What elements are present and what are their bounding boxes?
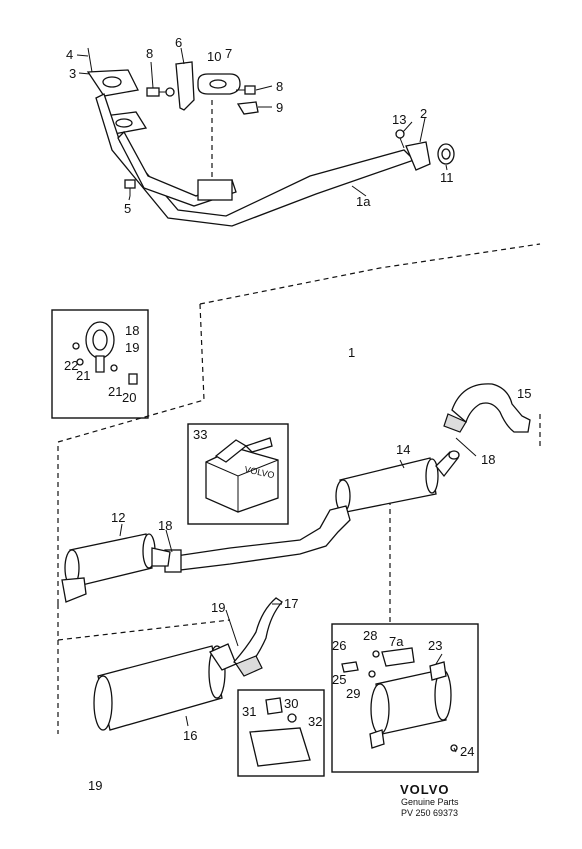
- brand-logo-text: VOLVO: [400, 782, 450, 797]
- label-20: 20: [122, 390, 136, 405]
- label-11: 11: [440, 170, 454, 185]
- label-18b: 18: [481, 452, 495, 467]
- label-31: 31: [242, 704, 256, 719]
- label-10: 10: [207, 49, 221, 64]
- bracket-7a: [381, 647, 415, 667]
- label-6: 6: [175, 35, 182, 50]
- label-18c: 18: [158, 518, 172, 533]
- inlet-flange: [61, 577, 87, 603]
- inset-box-33: [187, 423, 289, 525]
- label-30: 30: [284, 696, 298, 711]
- label-5: 5: [124, 201, 131, 216]
- label-7: 7: [225, 46, 232, 61]
- label-19: 19: [125, 340, 139, 355]
- bracket-9: [236, 101, 259, 115]
- label-29: 29: [346, 686, 360, 701]
- label-7a: 7a: [389, 634, 404, 649]
- label-13: 13: [392, 112, 406, 127]
- nut-5: [124, 179, 136, 189]
- label-1: 1: [348, 345, 355, 360]
- footer-line-1: Genuine Parts: [401, 797, 459, 807]
- label-8b: 8: [276, 79, 283, 94]
- label-28: 28: [363, 628, 377, 643]
- label-16: 16: [183, 728, 197, 743]
- label-32: 32: [308, 714, 322, 729]
- label-21b: 21: [108, 384, 122, 399]
- label-25: 25: [332, 672, 346, 687]
- label-2: 2: [420, 106, 427, 121]
- label-24: 24: [460, 744, 474, 759]
- label-33: 33: [193, 427, 207, 442]
- pipe-17: [233, 597, 283, 671]
- footer-line-2: PV 250 69373: [401, 808, 458, 818]
- label-14: 14: [396, 442, 410, 457]
- label-19c: 19: [88, 778, 102, 793]
- label-12: 12: [111, 510, 125, 525]
- tailpipe-15: [451, 383, 531, 433]
- label-3: 3: [69, 66, 76, 81]
- silencer-16: [97, 645, 223, 731]
- outline-top: [199, 243, 541, 305]
- label-21: 21: [76, 368, 90, 383]
- parts-box: [205, 447, 279, 513]
- front-pipe-assembly: [86, 47, 455, 227]
- outline-mid: [57, 619, 231, 641]
- flange-2: [405, 141, 431, 171]
- label-19b: 19: [211, 600, 225, 615]
- label-9: 9: [276, 100, 283, 115]
- inset-gasket-kit: [51, 309, 149, 419]
- bracket-6: [175, 61, 195, 111]
- rear-silencer-14: [339, 457, 437, 513]
- label-15: 15: [517, 386, 531, 401]
- inset-hanger-kit: [237, 689, 325, 777]
- label-4: 4: [66, 47, 73, 62]
- inset-silencer-kit: [331, 623, 479, 773]
- intermediate-pipe: [175, 505, 351, 571]
- label-17: 17: [284, 596, 298, 611]
- label-18: 18: [125, 323, 139, 338]
- outline-left: [57, 303, 205, 604]
- leader-lines-top: [76, 47, 448, 201]
- label-26: 26: [332, 638, 346, 653]
- hanger-mount: [249, 727, 311, 767]
- label-23: 23: [428, 638, 442, 653]
- clamp-19: [95, 355, 105, 373]
- pipe-clamp: [197, 179, 233, 201]
- label-8: 8: [146, 46, 153, 61]
- label-22: 22: [64, 358, 78, 373]
- label-1a: 1a: [356, 194, 371, 209]
